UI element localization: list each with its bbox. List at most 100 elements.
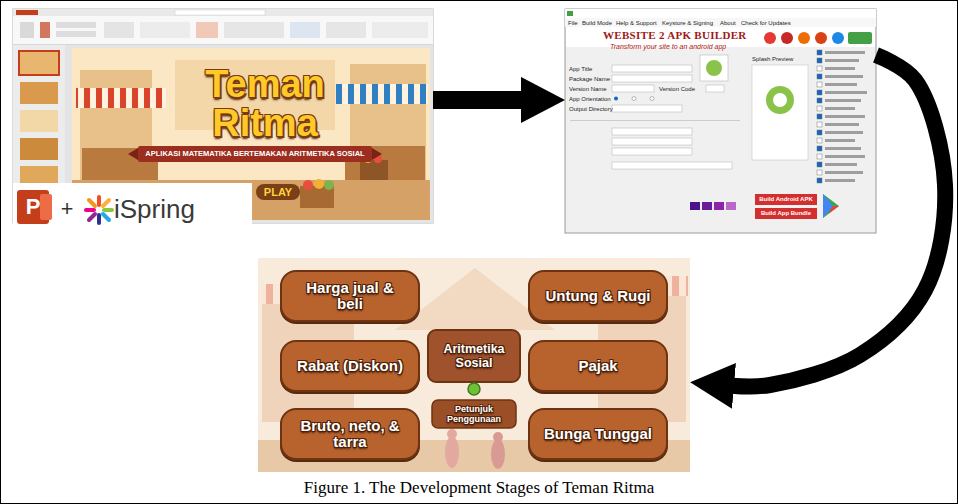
powerpoint-window-part xyxy=(175,10,265,15)
apk-builder-window-part xyxy=(817,50,822,183)
apk-builder-window-part xyxy=(612,138,692,145)
apk-builder-window-part xyxy=(702,202,712,210)
apk-builder-window-part-part xyxy=(817,82,822,87)
apk-builder-window-part-part xyxy=(817,178,822,183)
text-box: Version Name xyxy=(569,85,611,93)
apk-builder-window-part xyxy=(848,32,872,44)
apk-builder-window-part-part xyxy=(817,114,822,119)
menu-item: File xyxy=(568,20,578,27)
build-button-text: Build Android APK xyxy=(759,196,813,203)
powerpoint-window-part xyxy=(20,82,58,104)
apk-builder-window-part-part xyxy=(817,146,822,151)
apk-builder-window-part-part xyxy=(817,66,822,71)
powerpoint-window-part xyxy=(326,22,366,38)
ispring-logo-text: iSpring xyxy=(114,195,195,225)
powerpoint-window-part xyxy=(104,22,134,38)
app-subtitle: APLIKASI MATEMATIKA BERTEMAKAN ARITMETIK… xyxy=(145,150,364,159)
tool-logos-part xyxy=(86,197,112,223)
apk-builder-window-part xyxy=(766,86,794,114)
powerpoint-logo-letter: P xyxy=(26,194,41,219)
powerpoint-window-part xyxy=(40,22,50,38)
text-box: App Orientation xyxy=(569,95,613,103)
menu-button: Pajak xyxy=(528,340,668,392)
apk-builder-window-part-part xyxy=(825,75,863,78)
apk-builder-window-part xyxy=(632,97,636,101)
text-box: Output Directory xyxy=(569,105,613,113)
menu-item: Help & Support xyxy=(616,20,657,27)
apk-builder-window-part-part xyxy=(817,106,822,111)
app-menu-screen xyxy=(258,258,690,472)
powerpoint-window-part xyxy=(20,22,34,38)
powerpoint-window-part xyxy=(224,22,284,38)
text-box: Splash Preview xyxy=(752,55,808,63)
button-text: Bunga Tunggal xyxy=(544,426,652,443)
powerpoint-window-part xyxy=(196,22,218,38)
powerpoint-window-part xyxy=(20,138,58,160)
apk-builder-window-part xyxy=(726,202,736,210)
apk-builder-window-part-part xyxy=(825,67,855,70)
apk-builder-window-part-part xyxy=(817,170,822,175)
text-box: Package Name xyxy=(569,75,611,83)
powerpoint-window-part xyxy=(256,184,300,200)
menu-item: Keystore & Signing xyxy=(662,20,713,27)
text-box: Version Code xyxy=(659,85,705,93)
apk-builder-window-part-part xyxy=(817,138,822,143)
apk-builder-window-part-part xyxy=(817,58,822,63)
flow-arrow xyxy=(732,55,945,386)
powerpoint-window-part xyxy=(56,22,96,28)
apk-builder-window-part xyxy=(612,75,692,82)
plus-sign: + xyxy=(61,197,74,222)
powerpoint-window-part xyxy=(336,84,428,104)
button-text: Pajak xyxy=(578,358,617,375)
apk-builder-window-part xyxy=(612,105,682,112)
apk-builder-window-part xyxy=(764,32,776,44)
apk-builder-window-part xyxy=(706,60,722,76)
app-menu-screen-part xyxy=(258,258,690,472)
text-box: File xyxy=(568,19,580,27)
powerpoint-window-part xyxy=(56,31,96,37)
app-title: Teman Ritma xyxy=(170,65,360,143)
apk-builder-window-part-part xyxy=(817,122,822,127)
app-menu-screen-part xyxy=(445,436,459,468)
powerpoint-window-part xyxy=(138,146,372,162)
menu-button: Bunga Tunggal xyxy=(528,408,668,460)
text-box: Rabat (Diskon) xyxy=(282,342,418,390)
text-box: Untung & Rugi xyxy=(530,272,666,320)
apk-builder-window-part xyxy=(565,9,876,18)
text-box: Keystore & Signing xyxy=(662,19,718,27)
app-menu-screen-part xyxy=(493,432,503,442)
apk-builder-window-part xyxy=(815,32,827,44)
powerpoint-window-part xyxy=(16,10,38,15)
tool-logos-part-part xyxy=(104,208,112,212)
tool-logos xyxy=(13,183,252,239)
button-text: Untung & Rugi xyxy=(546,288,651,305)
tool-logos-part-part xyxy=(103,214,109,220)
powerpoint-window-part xyxy=(76,88,166,108)
powerpoint-window-part xyxy=(13,9,433,16)
tool-logos-part xyxy=(13,183,252,239)
apk-builder-window-part-part xyxy=(817,50,822,55)
text-box: Build Mode xyxy=(582,19,614,27)
tool-logos-part-part xyxy=(97,197,101,205)
button-text: Harga jual & beli xyxy=(292,280,408,313)
app-menu-screen-part xyxy=(428,330,520,382)
apk-builder-window-part-part xyxy=(825,99,861,102)
text-box: Help & Support xyxy=(616,19,660,27)
apk-builder-window-part xyxy=(614,97,618,101)
apk-builder-window-part xyxy=(690,202,700,210)
apk-builder-window-part xyxy=(612,148,692,155)
apk-builder-window-part xyxy=(570,120,740,121)
apk-builder-window-part xyxy=(612,162,732,169)
apk-builder-window-part-part xyxy=(825,107,855,110)
apk-builder-window-part xyxy=(828,206,839,214)
apk-builder-window-part xyxy=(823,194,833,218)
apk-builder-window-part-part xyxy=(817,90,822,95)
menu-button: Rabat (Diskon) xyxy=(280,340,420,392)
text-box: P xyxy=(17,190,49,224)
apk-builder-window-part xyxy=(825,51,867,182)
tool-logos-part-part xyxy=(89,214,95,220)
powerpoint-window-part xyxy=(303,180,313,190)
powerpoint-window-part xyxy=(128,148,138,160)
